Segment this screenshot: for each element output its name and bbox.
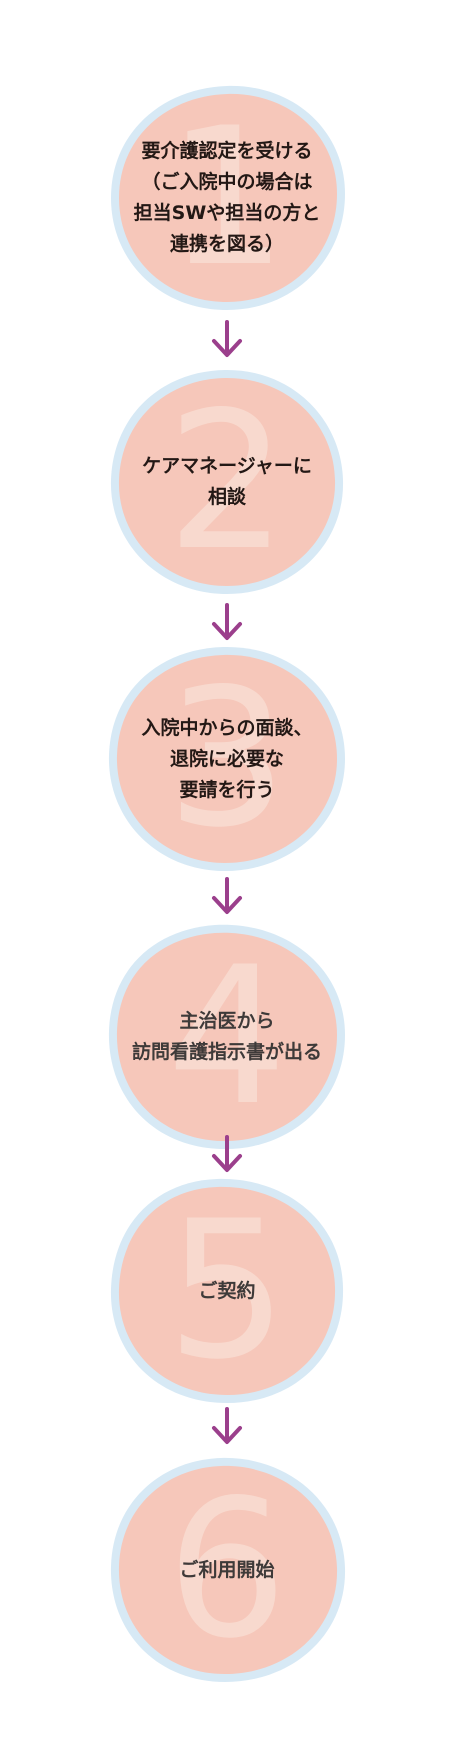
step-4-circle <box>108 924 345 1150</box>
step-5-number: 5 <box>166 1180 288 1401</box>
step-1-number: 1 <box>166 87 288 308</box>
arrow-down-icon <box>212 1407 242 1444</box>
step-4-number: 4 <box>166 926 288 1147</box>
arrow-down-icon <box>212 877 242 914</box>
step-4-label: 主治医から 訪問看護指示書が出る <box>131 1010 322 1063</box>
arrow-down-icon <box>212 320 242 357</box>
step-2-number: 2 <box>166 371 288 592</box>
step-2: 2 ケアマネージャーに 相談 <box>105 366 349 598</box>
step-6-number: 6 <box>166 1459 288 1680</box>
step-1-label: 要介護認定を受ける （ご入院中の場合は 担当SWや担当の方と 連携を図る） <box>133 140 321 255</box>
step-2-circle <box>110 369 344 594</box>
step-3-number: 3 <box>166 648 288 869</box>
step-6-label: ご利用開始 <box>179 1558 275 1581</box>
step-6: 6 ご利用開始 <box>105 1454 349 1686</box>
step-5-label: ご契約 <box>198 1279 256 1302</box>
arrow-down-icon <box>212 1135 242 1172</box>
step-4: 4 主治医から 訪問看護指示書が出る <box>105 921 349 1153</box>
step-6-circle <box>110 1457 346 1682</box>
step-3-circle <box>108 646 345 871</box>
step-5: 5 ご契約 <box>105 1175 349 1407</box>
step-1: 1 要介護認定を受ける （ご入院中の場合は 担当SWや担当の方と 連携を図る） <box>105 82 349 314</box>
arrow-down-icon <box>212 603 242 640</box>
step-2-label: ケアマネージャーに 相談 <box>142 455 312 508</box>
step-5-circle <box>110 1178 344 1403</box>
step-3: 3 入院中からの面談、 退院に必要な 要請を行う <box>105 643 349 875</box>
step-3-label: 入院中からの面談、 退院に必要な 要請を行う <box>141 716 313 801</box>
step-1-circle <box>111 85 345 310</box>
